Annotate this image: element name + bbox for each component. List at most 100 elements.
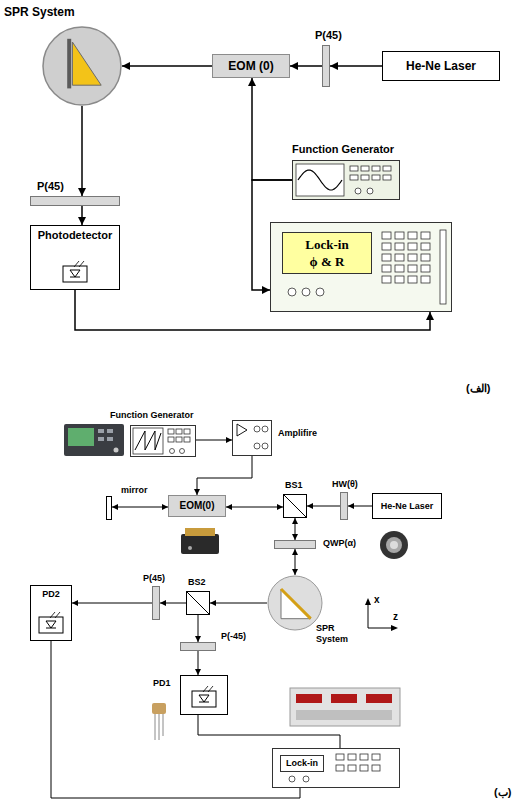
optical-component: SPR System	[42, 26, 122, 106]
component-label: He-Ne Laser	[381, 501, 434, 512]
connector-line	[72, 603, 152, 604]
optical-component: EOM (0)	[212, 54, 290, 78]
arrow-head	[307, 503, 313, 509]
component-label: HW(θ)	[332, 479, 358, 490]
figure-label: x	[374, 594, 380, 605]
eom-photo	[181, 528, 219, 554]
optical-component: He-Ne Laser	[382, 51, 500, 81]
optical-component: BS1	[283, 494, 307, 518]
connector-line	[112, 507, 168, 508]
beam-connector	[330, 62, 382, 70]
component-label: P(45)	[37, 180, 64, 193]
arrow-head	[78, 217, 86, 225]
arrow-head	[160, 600, 166, 606]
component-shape	[283, 494, 307, 518]
beam-connector	[78, 206, 86, 225]
component-shape	[232, 420, 272, 456]
arrow-head	[292, 549, 298, 555]
component-shape	[186, 591, 210, 615]
arrow-head	[292, 569, 298, 575]
component-label: P(45)	[143, 573, 165, 584]
arrow-head	[122, 62, 130, 70]
figure-label: (ب)	[494, 786, 511, 799]
component-label: BS2	[188, 577, 206, 588]
component-label: Function Generator	[110, 410, 194, 421]
figure-label: (الف)	[466, 382, 490, 395]
beam-connector	[51, 641, 300, 798]
beam-connector	[226, 504, 283, 510]
arrow-head	[72, 600, 78, 606]
beam-connector	[248, 78, 292, 180]
connector-line	[197, 456, 252, 495]
beam-connector	[78, 106, 86, 196]
beam-connector	[195, 615, 201, 642]
figure-label: z	[393, 611, 398, 622]
component-label: P(-45)	[221, 631, 246, 642]
component-label: Lock-in	[280, 755, 324, 772]
component-label: PD2	[42, 589, 60, 600]
arrow-head	[226, 437, 232, 443]
beam-connector	[290, 62, 322, 70]
arrow-head	[290, 62, 298, 70]
connector-line	[81, 106, 83, 196]
arrow-head	[262, 286, 270, 294]
optical-component: He-Ne Laser	[372, 493, 442, 519]
arrow-head	[112, 504, 118, 510]
component-shape	[180, 675, 228, 715]
component-shape	[42, 26, 122, 106]
component-label: QWP(α)	[323, 538, 356, 549]
optical-component: Function Generator	[292, 160, 400, 200]
optical-component: QWP(α)	[274, 540, 316, 549]
component-label: Photodetector	[38, 229, 113, 242]
connector-line	[51, 641, 300, 798]
arrow-head	[426, 312, 434, 320]
beam-connector	[307, 503, 340, 509]
arrow-head	[210, 600, 216, 606]
optical-component: EOM(0)	[168, 495, 226, 517]
beam-connector	[210, 600, 267, 606]
component-shape	[292, 160, 400, 200]
beam-connector	[292, 518, 298, 540]
connector-line	[252, 78, 292, 180]
optical-component: P(45)	[30, 196, 120, 206]
optical-component: BS2	[186, 591, 210, 615]
component-label: PD1	[153, 678, 171, 689]
component-label: SPR System	[4, 5, 75, 19]
optical-component: HW(θ)	[340, 492, 348, 520]
component-label: Lock-in ϕ & R	[282, 232, 372, 274]
beam-connector	[122, 62, 212, 70]
component-shape	[130, 425, 196, 457]
optical-component: P(45)	[152, 586, 160, 620]
beam-connector	[112, 504, 168, 510]
beam-connector	[160, 600, 186, 606]
component-label: He-Ne Laser	[406, 59, 476, 73]
arrow-head	[226, 504, 232, 510]
component-label: P(45)	[315, 29, 342, 42]
arrow-head	[78, 188, 86, 196]
component-shape	[267, 575, 323, 631]
optical-component: P(45)	[322, 45, 330, 87]
component-label: EOM(0)	[180, 500, 215, 512]
optical-component: Amplifire	[232, 420, 272, 456]
optical-component: Lock-in	[272, 748, 400, 788]
arrow-head	[330, 62, 338, 70]
connector-line	[122, 65, 212, 67]
optical-component: Lock-in ϕ & R	[270, 222, 452, 312]
component-label: mirror	[121, 485, 148, 496]
photodiode-photo	[152, 703, 166, 740]
optical-component: SPR System	[267, 575, 323, 631]
generator-photo	[64, 424, 124, 456]
beam-connector	[198, 715, 340, 748]
lockin-photo	[290, 688, 400, 726]
optical-component: PD2	[30, 585, 72, 641]
optical-component: Photodetector	[30, 225, 120, 290]
beam-connector	[72, 600, 152, 606]
connector-line	[198, 715, 340, 748]
component-label: Amplifire	[278, 428, 317, 439]
component-label: EOM (0)	[228, 59, 273, 73]
connector-line	[210, 603, 267, 604]
component-label: Function Generator	[292, 143, 394, 156]
axis-arrows	[365, 598, 398, 631]
beam-connector	[348, 503, 372, 509]
